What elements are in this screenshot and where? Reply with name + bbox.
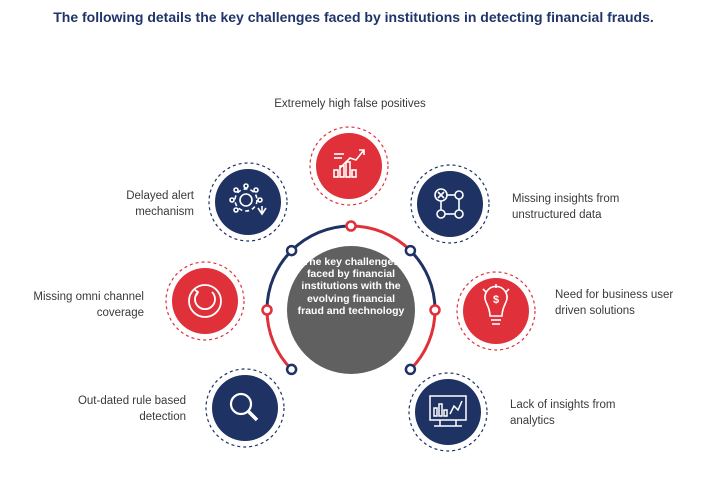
challenge-top bbox=[309, 126, 389, 206]
challenge-bottom-left bbox=[205, 368, 285, 448]
ring-node-dot bbox=[285, 244, 298, 257]
ring-arc bbox=[409, 249, 437, 311]
ring-arc bbox=[350, 224, 412, 252]
label-delayed-alert: Delayed alert mechanism bbox=[126, 190, 194, 218]
ring-node-dot bbox=[429, 304, 441, 316]
svg-text:$: $ bbox=[493, 294, 499, 306]
ring-arc bbox=[265, 249, 293, 311]
center-circle bbox=[287, 246, 415, 374]
label-unstructured-data: Missing insights from unstructured data bbox=[512, 193, 620, 221]
label-business-user: Need for business user driven solutions bbox=[555, 289, 674, 317]
page-title: The following details the key challenges… bbox=[53, 9, 654, 25]
label-false-positives: Extremely high false positives bbox=[274, 98, 426, 110]
ring-node-dot bbox=[285, 363, 298, 376]
label-omni-channel: Missing omni channel coverage bbox=[33, 291, 144, 319]
ring-node-dot bbox=[404, 363, 417, 376]
center-text: The key challenges faced by financial in… bbox=[297, 256, 405, 317]
label-analytics-insights: Lack of insights from analytics bbox=[510, 399, 616, 427]
refresh-cycle-icon bbox=[188, 284, 222, 318]
challenge-top-right bbox=[410, 164, 490, 244]
ring-node-dot bbox=[404, 244, 417, 257]
challenge-bottom-right bbox=[408, 372, 488, 452]
ring-arc bbox=[290, 224, 352, 252]
ring-node-dot bbox=[345, 220, 357, 232]
network-nodes-icon bbox=[434, 188, 464, 219]
ring-arc bbox=[265, 309, 293, 371]
challenge-top-left bbox=[208, 162, 288, 242]
gear-alert-icon bbox=[229, 183, 267, 216]
challenge-left bbox=[165, 261, 245, 341]
magnifier-icon bbox=[229, 392, 259, 422]
label-rule-based: Out-dated rule based detection bbox=[77, 395, 186, 423]
ring-node-dot bbox=[261, 304, 273, 316]
challenge-right: $ bbox=[456, 271, 536, 351]
ring-arc bbox=[409, 309, 437, 371]
dashboard-monitor-icon bbox=[429, 395, 467, 427]
rising-chart-icon bbox=[333, 149, 365, 178]
idea-bulb-dollar-icon: $ bbox=[482, 284, 510, 325]
